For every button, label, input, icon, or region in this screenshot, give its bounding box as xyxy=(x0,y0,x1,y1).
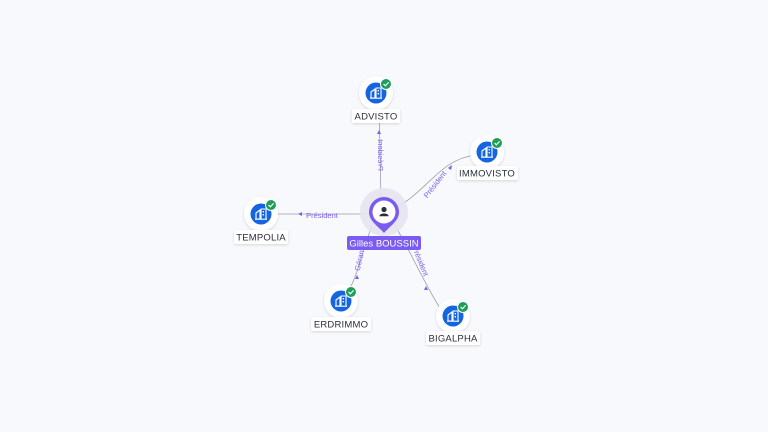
person-icon xyxy=(379,206,389,217)
company-node-advisto[interactable]: ADVISTO xyxy=(352,76,400,123)
edge-tempolia: Président xyxy=(275,211,368,220)
verified-check-icon xyxy=(457,301,469,313)
company-node-erdrimmo[interactable]: ERDRIMMO xyxy=(311,284,371,331)
person-node-center[interactable]: Gilles BOUSSIN xyxy=(347,188,421,250)
verified-check-icon xyxy=(265,199,277,211)
verified-check-icon xyxy=(491,137,503,149)
company-node-immovisto[interactable]: IMMOVISTO xyxy=(457,135,518,180)
verified-check-icon xyxy=(380,78,392,90)
edge-label-tempolia: Président xyxy=(306,211,339,220)
company-node-bigalpha[interactable]: BIGALPHA xyxy=(426,299,480,345)
company-label-tempolia: TEMPOLIA xyxy=(236,233,286,244)
verified-check-icon xyxy=(345,286,357,298)
company-node-tempolia[interactable]: TEMPOLIA xyxy=(234,197,288,244)
company-label-immovisto: IMMOVISTO xyxy=(459,169,515,180)
edge-label-erdrimmo: Gérant xyxy=(353,246,367,271)
edge-label-advisto: Président xyxy=(376,138,385,171)
edge-immovisto: Président xyxy=(395,154,476,209)
person-label: Gilles BOUSSIN xyxy=(349,239,418,250)
company-label-erdrimmo: ERDRIMMO xyxy=(314,320,368,331)
company-label-advisto: ADVISTO xyxy=(355,112,398,123)
edge-erdrimmo: Gérant xyxy=(347,225,373,293)
company-label-bigalpha: BIGALPHA xyxy=(428,334,478,345)
